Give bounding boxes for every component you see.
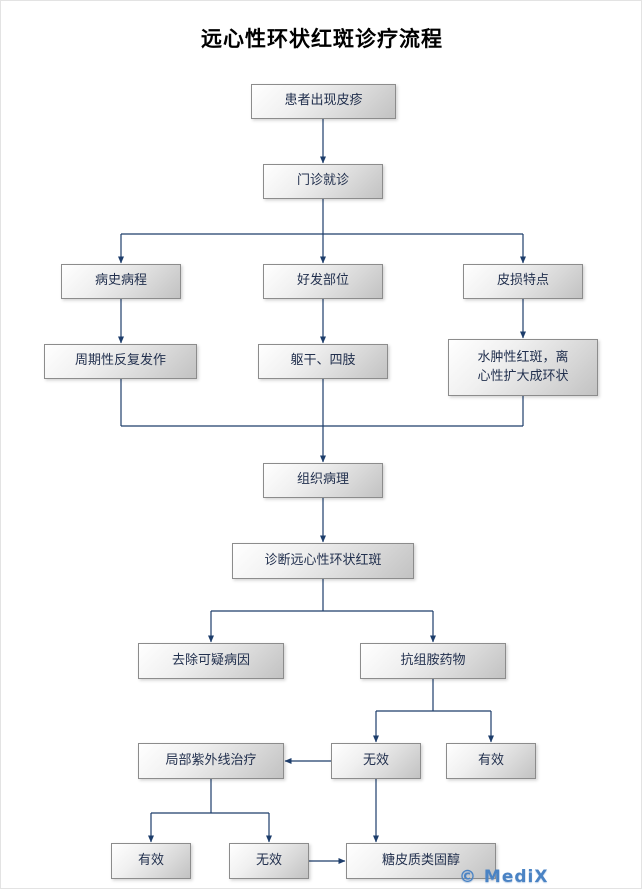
node-patient-rash: 患者出现皮疹 — [251, 84, 396, 119]
node-ineffective-1: 无效 — [331, 743, 421, 779]
node-remove-causes: 去除可疑病因 — [138, 643, 284, 679]
node-lesion-features: 皮损特点 — [463, 264, 583, 299]
node-trunk-limbs: 躯干、四肢 — [258, 344, 388, 379]
node-outpatient-visit: 门诊就诊 — [263, 164, 383, 199]
node-ineffective-2: 无效 — [229, 843, 309, 879]
watermark: © MediX — [459, 867, 549, 887]
node-predilection-sites: 好发部位 — [263, 264, 383, 299]
node-edematous-erythema: 水肿性红斑，离 心性扩大成环状 — [448, 339, 598, 396]
node-uv-therapy: 局部紫外线治疗 — [138, 743, 284, 779]
node-periodic-recurrence: 周期性反复发作 — [44, 344, 197, 379]
node-histopathology: 组织病理 — [263, 463, 383, 498]
node-effective-2: 有效 — [111, 843, 191, 879]
node-diagnosis: 诊断远心性环状红斑 — [232, 543, 414, 579]
node-effective-1: 有效 — [446, 743, 536, 779]
page-title: 远心性环状红斑诊疗流程 — [201, 27, 443, 51]
node-corticosteroids: 糖皮质类固醇 — [346, 843, 496, 879]
node-medical-history: 病史病程 — [61, 264, 181, 299]
node-antihistamines: 抗组胺药物 — [360, 643, 506, 679]
